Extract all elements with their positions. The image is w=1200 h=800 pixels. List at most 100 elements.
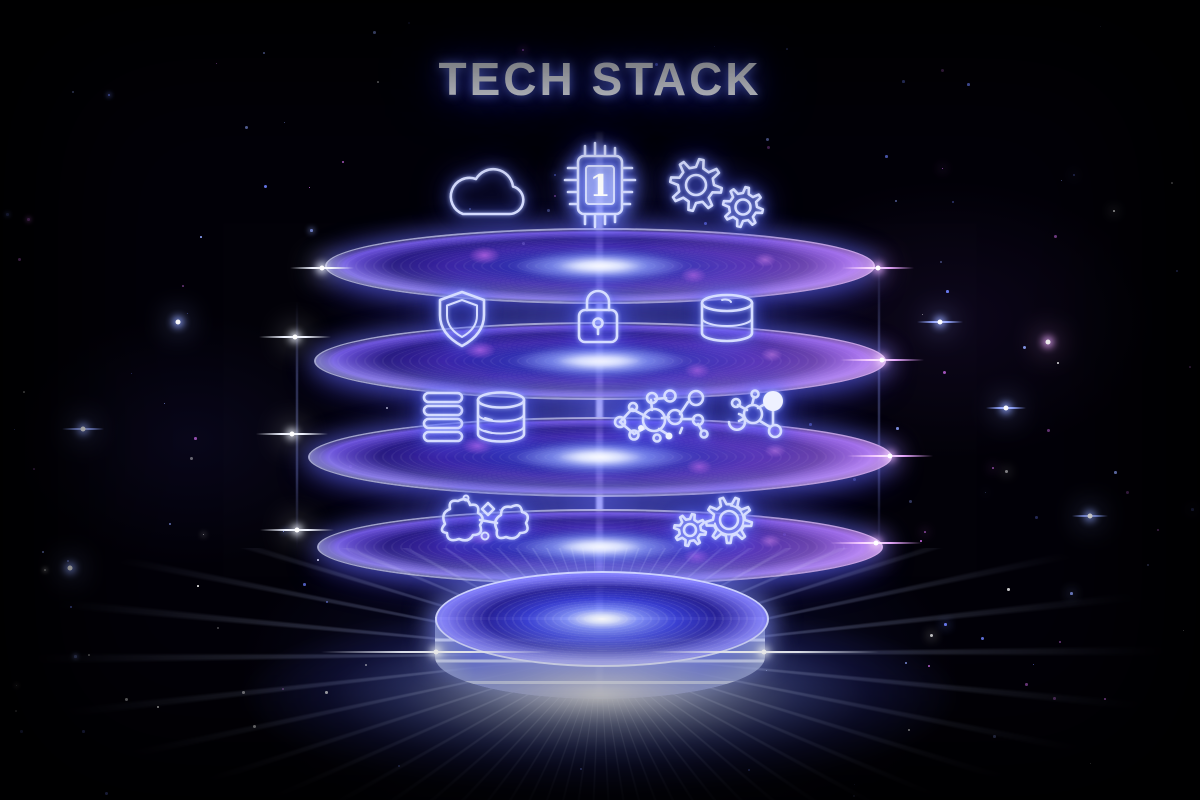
- star: [125, 698, 129, 702]
- padlock-icon: [570, 282, 626, 348]
- star: [895, 200, 897, 202]
- star: [655, 63, 658, 66]
- star: [940, 261, 943, 264]
- gear-icon: [660, 150, 770, 230]
- database-icon: [696, 292, 758, 346]
- star: [1191, 508, 1194, 511]
- star: [169, 523, 171, 525]
- star: [131, 373, 133, 375]
- gear-pair-icon: [663, 494, 759, 550]
- star: [1171, 182, 1173, 184]
- star: [187, 313, 189, 315]
- base-glow: [240, 598, 960, 794]
- star: [373, 31, 376, 34]
- star: [941, 69, 944, 72]
- disc-center-glow: [515, 248, 685, 284]
- star: [108, 94, 110, 96]
- light-line: [878, 250, 880, 560]
- star: [14, 429, 16, 431]
- star: [283, 531, 285, 533]
- star: [1147, 564, 1150, 567]
- star: [1025, 683, 1028, 686]
- star: [1090, 763, 1092, 765]
- star: [1126, 491, 1130, 495]
- star: [88, 654, 90, 656]
- star: [766, 138, 770, 142]
- star: [1007, 588, 1010, 591]
- hologram-disc-3: [308, 417, 892, 497]
- star: [16, 685, 18, 687]
- star: [6, 213, 9, 216]
- star: [499, 509, 501, 511]
- shield-icon: [433, 288, 491, 350]
- star: [1114, 471, 1117, 474]
- star: [342, 161, 344, 163]
- light-beam: [596, 132, 603, 694]
- star: [67, 560, 69, 562]
- star: [1100, 26, 1102, 28]
- star: [1104, 698, 1106, 700]
- star: [952, 201, 955, 204]
- star: [263, 52, 265, 54]
- network-nodes-icon: [725, 388, 783, 446]
- disc-center-glow: [515, 529, 685, 565]
- star: [853, 478, 857, 482]
- star: [554, 195, 556, 197]
- network-nodes-icon: [612, 386, 708, 448]
- star: [786, 48, 788, 50]
- star: [1189, 366, 1191, 368]
- star: [909, 500, 913, 504]
- star: [1073, 174, 1076, 177]
- star: [264, 185, 268, 189]
- star: [554, 174, 557, 177]
- star: [885, 155, 888, 158]
- cpu-chip-icon: 1: [555, 138, 645, 234]
- page-title: TECH STACK: [438, 53, 762, 105]
- star: [1176, 270, 1178, 272]
- star: [157, 706, 160, 709]
- hologram-disc-2: [314, 322, 886, 400]
- star: [469, 208, 471, 210]
- star: [18, 258, 21, 261]
- star: [194, 437, 197, 440]
- star: [1157, 529, 1159, 531]
- star: [1023, 346, 1027, 350]
- server-stack-icon: [420, 390, 466, 444]
- star: [1053, 697, 1056, 700]
- star: [203, 534, 205, 536]
- star: [74, 655, 77, 658]
- star: [23, 391, 25, 393]
- star: [767, 146, 770, 149]
- star: [15, 710, 17, 712]
- star: [704, 222, 707, 225]
- star: [20, 730, 23, 733]
- star: [1033, 664, 1035, 666]
- star: [714, 46, 716, 48]
- star: [164, 403, 166, 405]
- star: [284, 122, 286, 124]
- star: [902, 80, 905, 83]
- star: [981, 637, 985, 641]
- star: [1035, 516, 1038, 519]
- star: [310, 229, 313, 232]
- star: [408, 22, 411, 25]
- svg-text:1: 1: [590, 169, 611, 204]
- star: [1005, 470, 1009, 474]
- star: [1061, 180, 1063, 182]
- star: [33, 468, 35, 470]
- star: [1054, 235, 1057, 238]
- star: [1057, 362, 1059, 364]
- star: [942, 168, 944, 170]
- star: [44, 569, 46, 571]
- star: [317, 559, 319, 561]
- star: [303, 583, 306, 586]
- star: [1047, 429, 1050, 432]
- disc-center-glow: [515, 343, 685, 379]
- star: [922, 314, 924, 316]
- cloud-icon: [436, 162, 540, 226]
- star: [72, 91, 74, 93]
- database-icon: [473, 390, 529, 446]
- star: [522, 49, 524, 51]
- star: [967, 83, 970, 86]
- star: [946, 290, 949, 293]
